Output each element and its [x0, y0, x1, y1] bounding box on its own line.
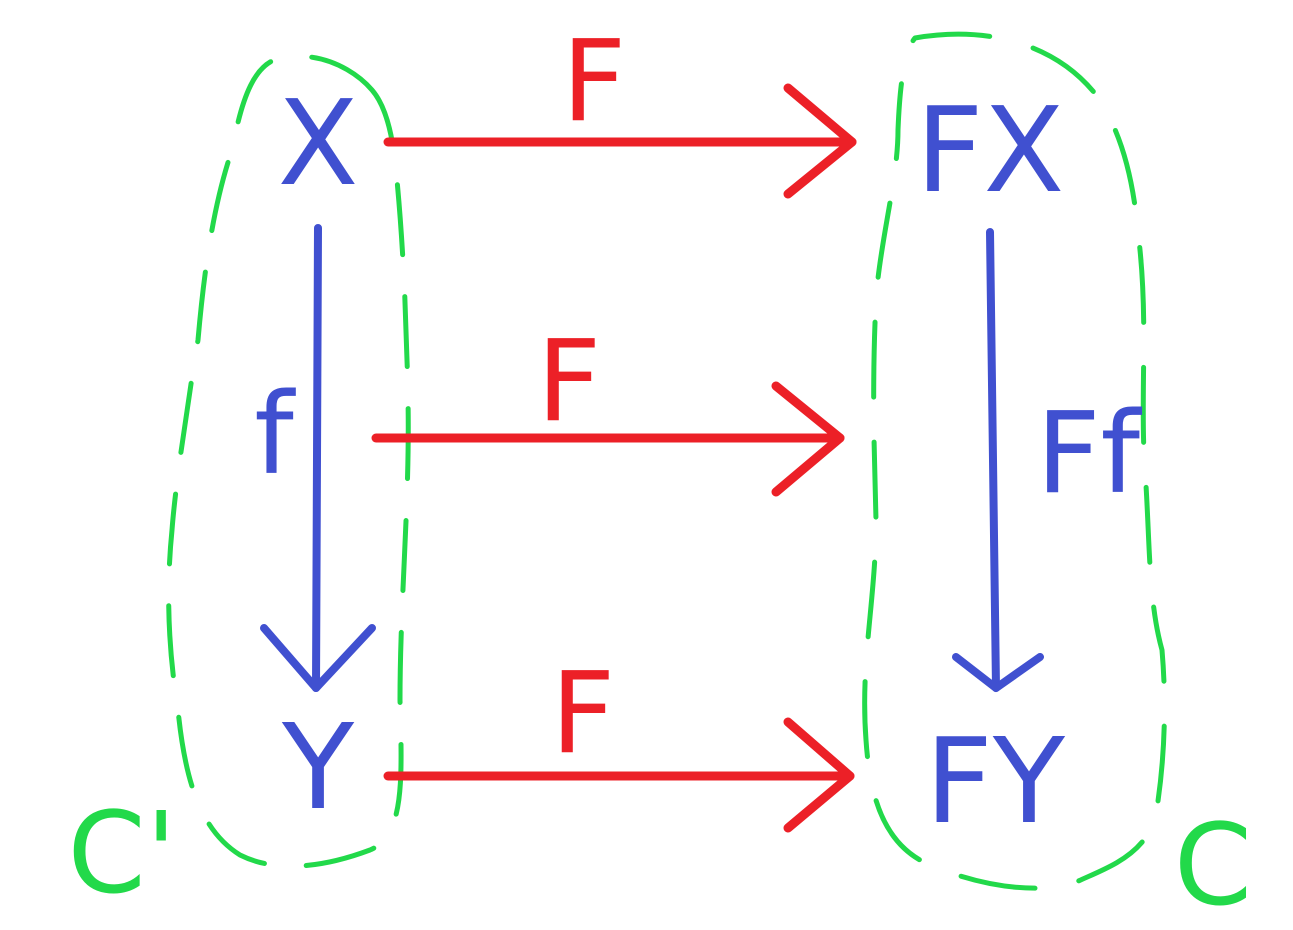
object-x-label: X — [278, 74, 359, 212]
category-target-label: C — [1174, 801, 1252, 930]
arrow-top-head — [783, 83, 857, 199]
morphism-f-label: f — [254, 370, 296, 500]
arrow-middle-head — [771, 381, 845, 497]
object-fx-label: FX — [916, 81, 1065, 219]
morphism-ff-label: Ff — [1036, 389, 1142, 519]
blue-arrows — [260, 224, 1044, 692]
functor-label-middle: F — [537, 317, 601, 447]
source-category-boundary — [166, 53, 411, 869]
object-y-label: Y — [281, 698, 355, 836]
red-arrows — [371, 83, 857, 833]
functor-label-top: F — [562, 17, 626, 147]
arrow-f-shaft — [312, 224, 322, 692]
object-fy-label: FY — [925, 712, 1066, 850]
category-boundaries — [166, 31, 1167, 891]
arrow-ff-shaft — [986, 228, 1000, 692]
arrow-ff-head — [952, 653, 1044, 692]
arrow-f-head — [260, 624, 376, 692]
arrow-bottom-head — [783, 717, 855, 833]
target-category-boundary — [862, 31, 1167, 891]
functor-label-bottom: F — [551, 649, 615, 779]
category-source-label: C' — [68, 789, 177, 919]
